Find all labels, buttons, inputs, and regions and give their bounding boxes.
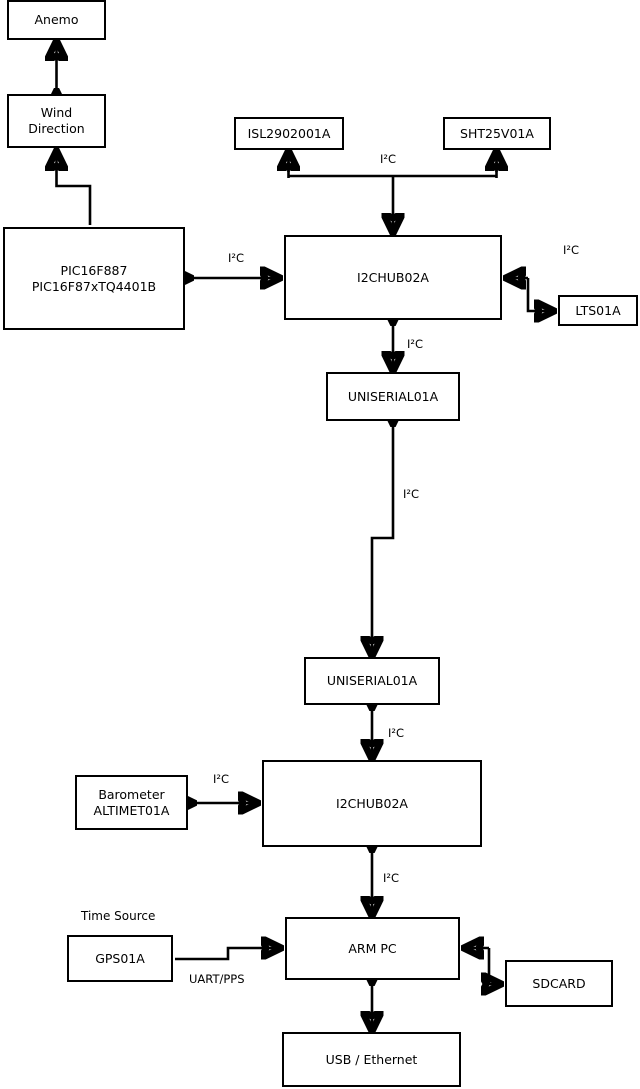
node-isl2902001a-label: ISL2902001A <box>247 125 331 141</box>
edge-label-i2c-barometer-hub2: I²C <box>213 772 230 786</box>
wire-armpc-sdcard-out <box>489 948 500 984</box>
node-wind-direction-label: Wind Direction <box>28 105 85 136</box>
node-barometer[interactable]: Barometer ALTIMET01A <box>75 775 188 830</box>
node-sht25v01a-label: SHT25V01A <box>460 125 534 141</box>
wire-hubtop-lts-in <box>526 278 553 311</box>
wire-hubtop-sensors <box>287 155 498 233</box>
node-barometer-label: Barometer ALTIMET01A <box>93 786 170 818</box>
edge-label-i2c-uniserial-link: I²C <box>403 487 420 501</box>
label-time-source: Time Source <box>81 909 156 923</box>
edge-label-i2c-pic-hub: I²C <box>228 251 245 265</box>
wire-gps-armpc <box>175 948 280 961</box>
edge-label-i2c-sensors-top: I²C <box>380 152 397 166</box>
node-sdcard-label: SDCARD <box>532 975 586 991</box>
node-isl2902001a[interactable]: ISL2902001A <box>234 117 344 150</box>
edge-label-uart-pps: UART/PPS <box>189 972 245 986</box>
node-lts01a-label: LTS01A <box>575 302 621 318</box>
node-anemo-label: Anemo <box>34 12 79 28</box>
node-anemo[interactable]: Anemo <box>7 0 106 40</box>
node-i2chub02a-bottom-label: I2CHUB02A <box>336 795 408 811</box>
node-pic-mcu[interactable]: PIC16F887 PIC16F87xTQ4401B <box>3 227 185 330</box>
edge-label-i2c-hub2-armpc: I²C <box>383 871 400 885</box>
node-i2chub02a-top-label: I2CHUB02A <box>357 269 429 285</box>
wire-uniup-unidn <box>372 423 393 655</box>
node-pic-mcu-label: PIC16F887 PIC16F87xTQ4401B <box>31 262 157 294</box>
node-i2chub02a-bottom[interactable]: I2CHUB02A <box>262 760 482 847</box>
node-gps01a[interactable]: GPS01A <box>67 935 173 982</box>
node-sht25v01a[interactable]: SHT25V01A <box>443 117 551 150</box>
node-uniserial01a-lower[interactable]: UNISERIAL01A <box>304 657 440 705</box>
node-i2chub02a-top[interactable]: I2CHUB02A <box>284 235 502 320</box>
node-uniserial01a-upper-label: UNISERIAL01A <box>347 388 439 404</box>
node-uniserial01a-lower-label: UNISERIAL01A <box>326 673 418 689</box>
node-gps01a-label: GPS01A <box>95 950 145 966</box>
node-arm-pc[interactable]: ARM PC <box>285 917 460 980</box>
wire-pic-wind <box>57 152 92 225</box>
edge-label-i2c-uniserial-hub2: I²C <box>388 726 405 740</box>
edge-label-i2c-hub-uniserial: I²C <box>407 337 424 351</box>
node-sdcard[interactable]: SDCARD <box>505 960 613 1007</box>
node-usb-ethernet-label: USB / Ethernet <box>325 1051 418 1067</box>
node-arm-pc-label: ARM PC <box>348 940 397 956</box>
edge-label-i2c-hub-lts: I²C <box>563 243 580 257</box>
node-wind-direction[interactable]: Wind Direction <box>7 94 106 148</box>
node-usb-ethernet[interactable]: USB / Ethernet <box>282 1032 461 1087</box>
node-lts01a[interactable]: LTS01A <box>558 295 638 326</box>
node-uniserial01a-upper[interactable]: UNISERIAL01A <box>326 372 460 421</box>
